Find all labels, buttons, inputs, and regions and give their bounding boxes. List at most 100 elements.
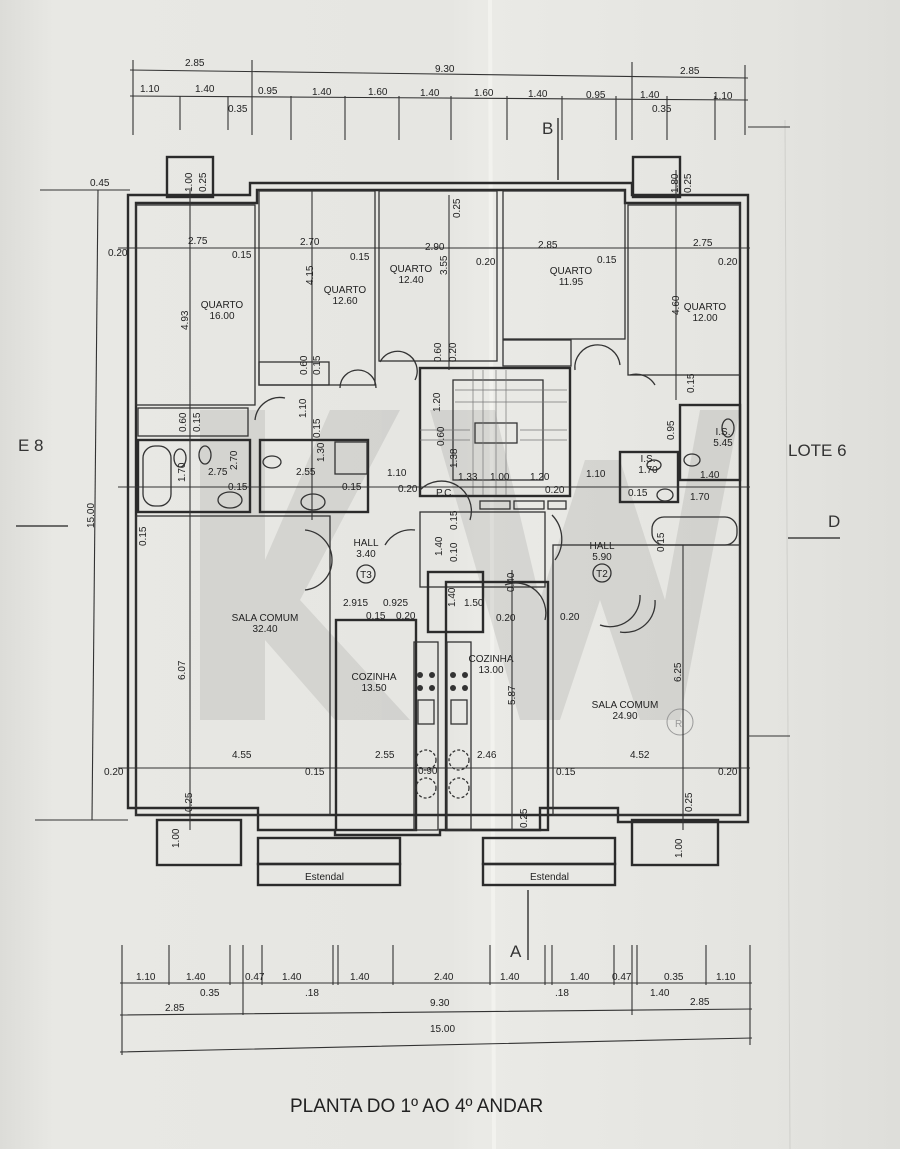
dimension-interior: 0.20 [545, 485, 565, 496]
dimension-bottom-detail: .18 [305, 988, 319, 999]
dimension-interior: 6.25 [673, 662, 684, 682]
room-name: COZINHA [469, 654, 514, 665]
dimension-top-detail: 1.40 [195, 84, 215, 95]
dimension-interior: 1.00 [490, 472, 510, 483]
balcony [631, 155, 682, 199]
room-name: I.S. [715, 427, 730, 438]
bidet [173, 448, 187, 468]
dimension-interior: 0.15 [449, 510, 460, 530]
room-labels: QUARTO16.00QUARTO12.60QUARTO12.40QUARTO1… [201, 264, 733, 722]
dimension-interior: 1.40 [447, 587, 458, 607]
bathroom [678, 403, 742, 482]
door-swings [254, 344, 656, 634]
shower [334, 441, 368, 475]
sink [656, 488, 674, 502]
dimension-bottom-detail: 0.47 [245, 972, 265, 983]
room-cozinha-2 [444, 580, 550, 832]
estendal-area [256, 862, 402, 887]
left-dimension-line [91, 189, 99, 821]
typology-t3: T3 [360, 570, 372, 581]
exterior-wall [126, 181, 750, 837]
dimension-interior: 4.55 [232, 750, 252, 761]
bathroom [258, 438, 370, 514]
room-name: COZINHA [352, 672, 397, 683]
dimension-interior: 0.90 [418, 766, 438, 777]
dimension-interior: 0.25 [198, 172, 209, 192]
dimension-bottom-detail: 1.40 [650, 988, 670, 999]
dimension-interior: 0.15 [686, 373, 697, 393]
dimension-interior: 2.46 [477, 750, 497, 761]
room-sala-comum-2 [552, 544, 741, 816]
dimension-interior: 0.15 [138, 526, 149, 546]
dimension-interior: 0.25 [519, 808, 530, 828]
dimension-interior: 1.00 [674, 838, 685, 858]
dimension-interior: 1.70 [690, 492, 710, 503]
dimension-interior: 1.20 [530, 472, 550, 483]
neighbor-lot-left: E 8 [18, 436, 44, 455]
sink [300, 493, 326, 511]
dimension-bottom-detail: 1.10 [136, 972, 156, 983]
dimension-bottom-detail: 1.40 [186, 972, 206, 983]
dimension-interior: 2.75 [693, 238, 713, 249]
dimension-bottom-detail: 1.40 [500, 972, 520, 983]
estendal-label: Estendal [530, 872, 569, 883]
room-quarto-1 [135, 204, 256, 406]
dimension-bottom-detail: 0.47 [612, 972, 632, 983]
room-area: 12.40 [398, 275, 423, 286]
dimension-interior: 0.15 [556, 767, 576, 778]
dimension-interior: 1.20 [432, 392, 443, 412]
room-area: 11.95 [559, 277, 584, 288]
dimension-interior: 0.25 [684, 792, 695, 812]
dimension-interior: 0.15 [656, 532, 667, 552]
kitchen-counters [413, 641, 472, 831]
dimension-top-overall: 2.85 [185, 58, 205, 69]
dimension-interior: 0.25 [452, 198, 463, 218]
room-quarto-4 [502, 190, 626, 340]
dimension-interior: 0.20 [104, 767, 124, 778]
dimension-interior: 6.07 [177, 660, 188, 680]
dimension-interior: 0.60 [436, 426, 447, 446]
dimension-interior: 0.20 [476, 257, 496, 268]
room-area: 24.90 [612, 711, 637, 722]
toilet [646, 459, 662, 471]
dimension-interior: 0.15 [192, 412, 203, 432]
dimension-interior: 0.15 [628, 488, 648, 499]
dimension-interior: 0.15 [342, 482, 362, 493]
dimension-top-detail: 1.10 [140, 84, 160, 95]
dimension-interior: 0.25 [184, 792, 195, 812]
neighbor-lot-right: LOTE 6 [788, 441, 847, 460]
dimension-interior: 1.00 [184, 172, 195, 192]
dimension-interior: 0.15 [350, 252, 370, 263]
dimension-interior: 0.45 [90, 178, 110, 189]
dimension-interior: 2.70 [300, 237, 320, 248]
dimension-interior: 0.20 [108, 248, 128, 259]
dimension-interior: 2.55 [296, 467, 316, 478]
closet [137, 407, 249, 437]
dimension-interior: 4.93 [180, 310, 191, 330]
dimension-interior: 0.20 [396, 611, 416, 622]
estendal-area [256, 836, 402, 866]
dimension-interior: 1.30 [316, 442, 327, 462]
closet [258, 361, 330, 386]
balcony [155, 818, 243, 867]
dimension-interior: 1.40 [700, 470, 720, 481]
room-name: QUARTO [550, 266, 593, 277]
room-name: HALL [353, 538, 378, 549]
section-mark-b: B [542, 119, 553, 138]
room-area: 3.40 [356, 549, 376, 560]
dimension-interior: 0.15 [312, 418, 323, 438]
estendal-label: Estendal [305, 872, 344, 883]
dimension-interior: 4.52 [630, 750, 650, 761]
dimension-interior: 0.60 [299, 355, 310, 375]
dimension-interior: 2.55 [375, 750, 395, 761]
dimension-interior: 1.10 [387, 468, 407, 479]
dimension-bottom-detail: 1.10 [716, 972, 736, 983]
section-mark-d: D [828, 512, 840, 531]
dimension-interior: 0.15 [366, 611, 386, 622]
dimension-top-detail: 1.60 [368, 87, 388, 98]
dimension-interior: 1.33 [458, 472, 478, 483]
room-name: QUARTO [684, 302, 727, 313]
dimension-interior: 2.915 [343, 598, 368, 609]
room-area: 5.90 [592, 552, 612, 563]
